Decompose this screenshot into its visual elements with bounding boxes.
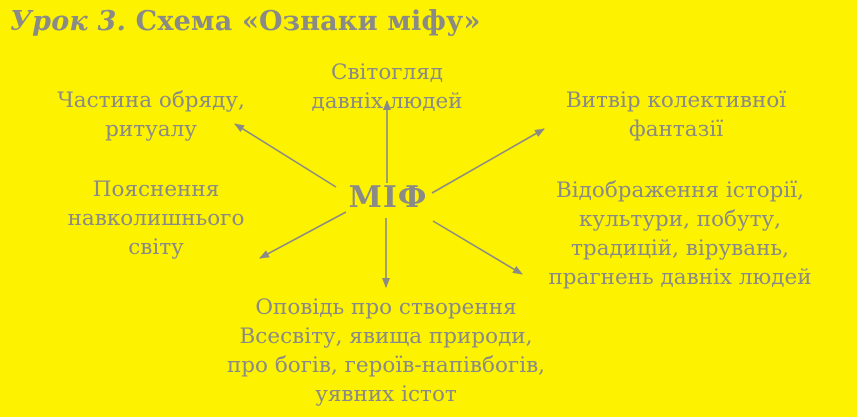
node-line: про богів, героїв-напівбогів, [226,353,546,378]
node-line: Пояснення [92,177,220,202]
node-right-reflection: Відображення історії, культури, побуту, … [523,176,837,292]
arrow-to-left [259,211,347,259]
arrow-to-top-right [431,128,545,194]
node-line: світу [128,235,184,260]
node-line: Витвір колективної [565,88,787,113]
center-myth-label: МІФ [348,180,428,215]
node-line: фантазії [628,117,724,142]
node-bottom-creation-story: Оповідь про створення Всесвіту, явища пр… [198,293,574,409]
node-line: Всесвіту, явища природи, [239,324,533,349]
arrow-to-top-left [234,123,337,188]
node-line: Оповідь про створення [255,295,517,320]
node-line: культури, побуту, [578,207,781,232]
node-top-worldview: Світогляд давніх людей [287,58,487,116]
node-line: прагнень давніх людей [548,265,812,290]
lesson-title: Урок 3. Схема «Ознаки міфу» [10,6,481,37]
node-top-right-fantasy: Витвір колективної фантазії [536,86,816,144]
node-line: давніх людей [311,89,463,114]
node-line: традицій, вірувань, [571,236,789,261]
node-line: навколишнього [67,206,245,231]
node-top-left-ritual: Частина обряду, ритуалу [38,86,264,144]
arrow-to-right [432,220,523,275]
node-left-explanation: Пояснення навколишнього світу [51,175,261,262]
node-line: уявних істот [315,382,457,407]
node-line: ритуалу [105,117,197,142]
node-line: Частина обряду, [57,88,245,113]
node-line: Відображення історії, [555,178,805,203]
node-line: Світогляд [331,60,443,85]
scheme-title: Схема «Ознаки міфу» [135,6,481,37]
lesson-number: Урок 3. [10,6,127,37]
